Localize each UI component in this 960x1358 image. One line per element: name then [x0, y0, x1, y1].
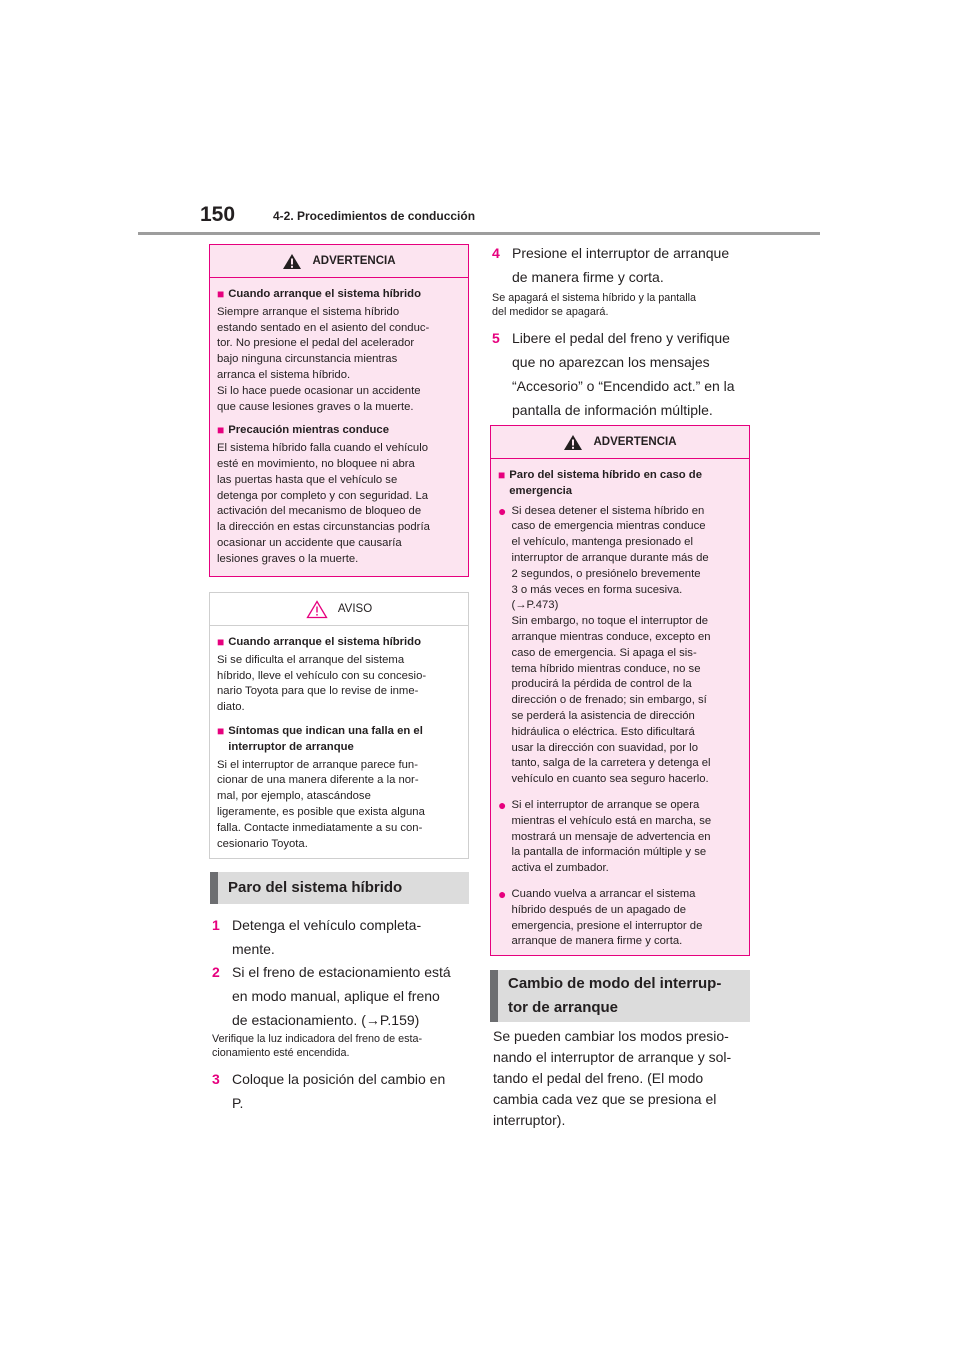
caution-triangle-icon: [306, 599, 328, 618]
step-4-note: Se apagará el sistema híbrido y la panta…: [492, 292, 697, 318]
warning-subtitle: ■Cuando arranque el sistema híbrido: [217, 287, 421, 301]
step-2-note: Verifique la luz indicadora del freno de…: [212, 1033, 423, 1059]
section-heading-stop: Paro del sistema híbrido: [210, 872, 469, 904]
notice-header: AVISO: [210, 593, 468, 626]
warning-box-emergency: ADVERTENCIA ■Paro del sistema híbrido en…: [490, 425, 750, 956]
section-heading-mode: Cambio de modo del interrup- tor de arra…: [490, 970, 750, 1022]
warning-title: ADVERTENCIA: [312, 255, 396, 267]
warning-triangle-icon: [564, 434, 583, 450]
warning-bullet: ●Si desea detener el sistema híbrido en …: [498, 502, 711, 786]
warning-subtitle: ■Paro del sistema híbrido en caso de eme…: [498, 468, 702, 497]
header-rule: [138, 232, 820, 235]
warning-box-start: ADVERTENCIA ■Cuando arranque el sistema …: [209, 244, 469, 577]
notice-text: Si se dificulta el arranque del sistema …: [217, 653, 427, 714]
notice-box: AVISO ■Cuando arranque el sistema híbrid…: [209, 592, 469, 859]
notice-title: AVISO: [337, 603, 373, 615]
warning-bullet: ●Si el interruptor de arranque se opera …: [498, 796, 712, 875]
warning-header: ADVERTENCIA: [210, 245, 468, 278]
notice-subtitle: ■Síntomas que indican una falla en el in…: [217, 723, 423, 753]
notice-subtitle: ■Cuando arranque el sistema híbrido: [217, 635, 421, 649]
notice-text: Si el interruptor de arranque parece fun…: [217, 758, 425, 850]
warning-header: ADVERTENCIA: [491, 426, 749, 459]
mode-description: Se pueden cambiar los modos presio- nand…: [493, 1028, 732, 1128]
page-number: 150: [200, 203, 236, 226]
section-title: 4-2. Procedimientos de conducción: [273, 209, 476, 223]
warning-title: ADVERTENCIA: [593, 436, 677, 448]
warning-triangle-icon: [283, 253, 302, 269]
warning-text: El sistema híbrido falla cuando el vehíc…: [217, 442, 430, 565]
warning-subtitle: ■Precaución mientras conduce: [217, 423, 389, 438]
warning-text: Siempre arranque el sistema híbrido esta…: [217, 305, 430, 413]
warning-bullet: ●Cuando vuelva a arrancar el sistema híb…: [498, 885, 703, 948]
